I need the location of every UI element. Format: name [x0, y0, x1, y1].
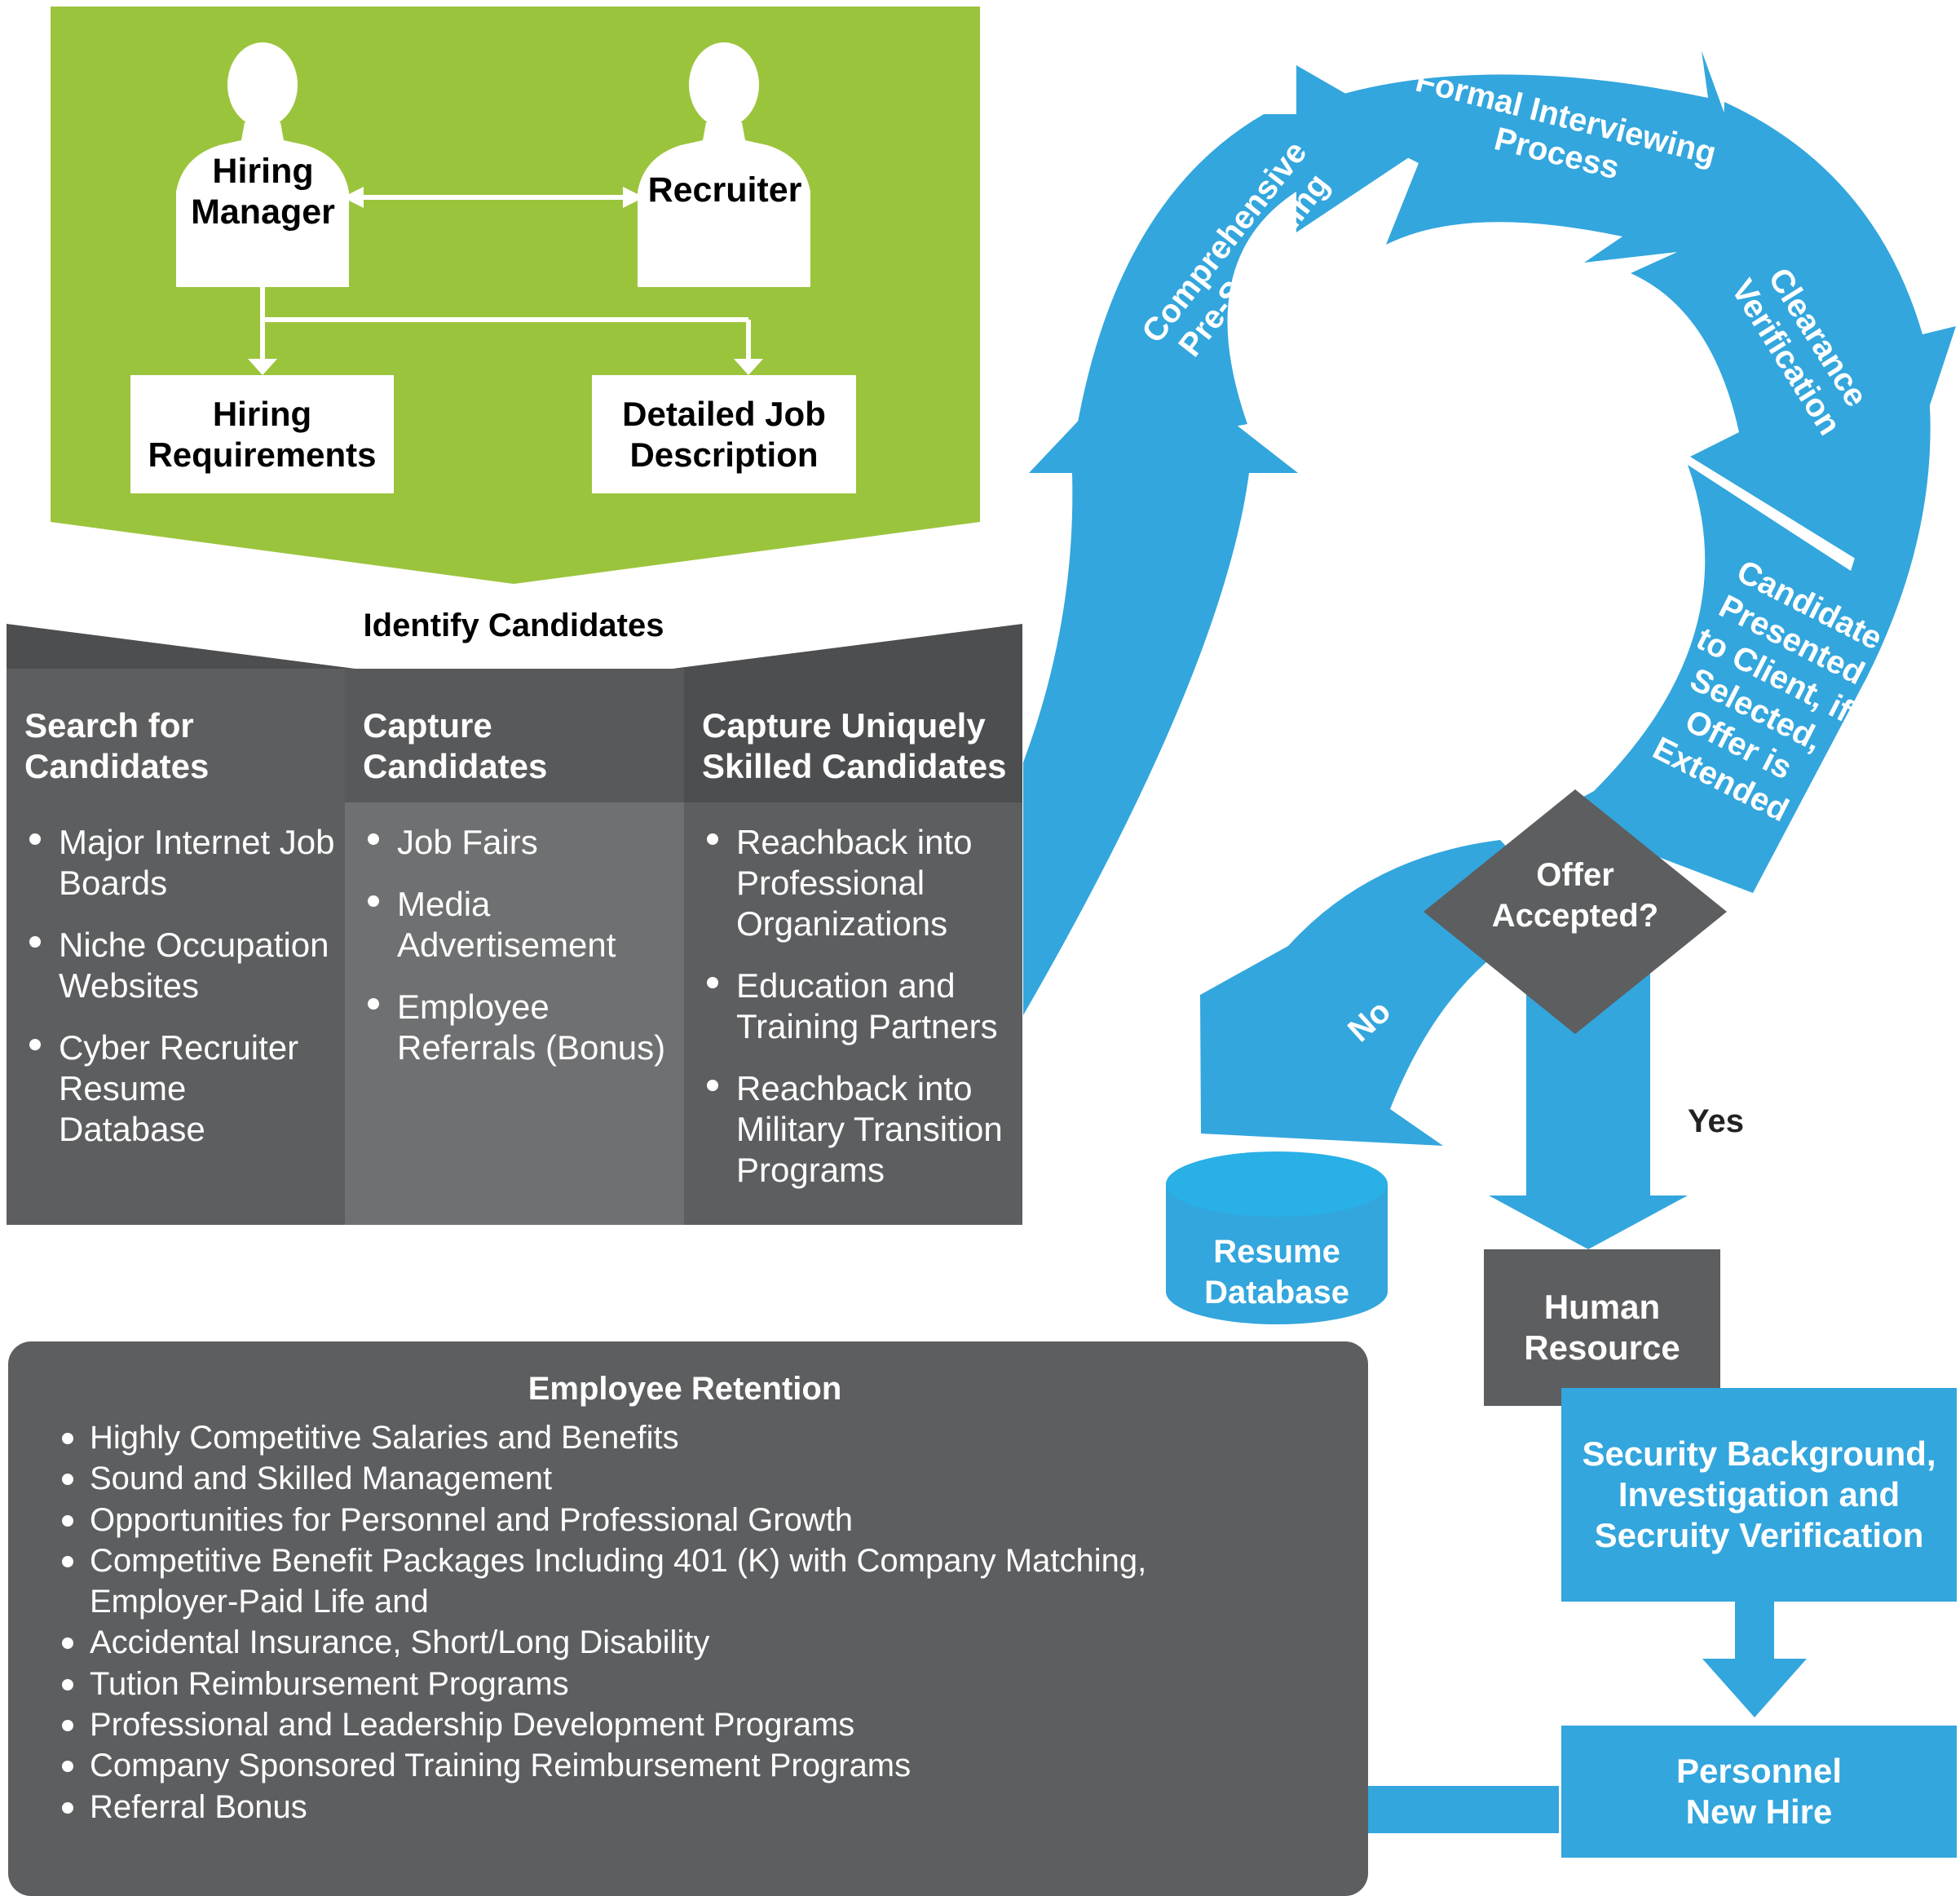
new-hire-box: Personnel New Hire — [1561, 1726, 1957, 1858]
list-item: Accidental Insurance, Short/Long Disabil… — [59, 1622, 1233, 1663]
yes-label: Yes — [1688, 1103, 1744, 1139]
identify-candidates-title: Identify Candidates — [363, 608, 664, 643]
search-candidates-column: Search for Candidates Major Internet Job… — [7, 669, 345, 1225]
person-silhouette-icon — [638, 42, 810, 287]
list-item: Cyber Recruiter Resume Database — [24, 1028, 335, 1150]
hiring-requirements-label: Hiring Requirements — [148, 394, 377, 474]
list-item: Employee Referrals (Bonus) — [363, 987, 674, 1068]
double-arrow-icon — [342, 187, 644, 208]
down-arrow-icon — [260, 287, 751, 359]
hiring-manager-label: Hiring Manager — [191, 152, 335, 232]
list-item: Niche Occupation Websites — [24, 925, 335, 1006]
resume-database-label: Resume Database — [1204, 1234, 1349, 1310]
list-item: Professional and Leadership Development … — [59, 1704, 1233, 1745]
yes-branch-arrow-shape — [1489, 962, 1688, 1249]
database-cylinder-icon — [1166, 1151, 1388, 1324]
security-verification-label: Security Background, Investigation and S… — [1582, 1434, 1936, 1554]
list-item: Opportunities for Personnel and Professi… — [59, 1500, 1233, 1540]
job-description-box: Detailed Job Description — [592, 375, 856, 493]
list-item: Competitive Benefit Packages Including 4… — [59, 1540, 1215, 1623]
planning-chevron-shape — [51, 7, 980, 584]
employee-retention-panel: Employee Retention Highly Competitive Sa… — [8, 1341, 1368, 1896]
down-arrow-icon — [734, 359, 763, 375]
list-item: Sound and Skilled Management — [59, 1458, 1233, 1499]
list-item: Media Advertisement — [363, 884, 674, 966]
human-resource-box: Human Resource — [1484, 1249, 1720, 1406]
down-arrow-icon — [248, 359, 277, 375]
column-heading: Capture Candidates — [345, 669, 684, 802]
list-item: Highly Competitive Salaries and Benefits — [59, 1417, 1233, 1458]
decision-diamond-icon — [1424, 789, 1727, 1034]
job-description-label: Detailed Job Description — [622, 394, 826, 474]
list-item: Education and Training Partners — [702, 966, 1013, 1047]
list-item: Company Sponsored Training Reimbursement… — [59, 1745, 1233, 1786]
down-arrow-icon — [1702, 1600, 1807, 1717]
column-heading: Capture Uniquely Skilled Candidates — [684, 669, 1022, 802]
new-hire-label: Personnel New Hire — [1675, 1752, 1843, 1831]
list-item: Tution Reimbursement Programs — [59, 1664, 1233, 1704]
capture-skilled-column: Capture Uniquely Skilled Candidates Reac… — [684, 669, 1022, 1225]
hiring-requirements-box: Hiring Requirements — [130, 375, 394, 493]
offer-accepted-label: Offer Accepted? — [1491, 857, 1659, 934]
column-heading: Search for Candidates — [24, 706, 210, 785]
list-item: Job Fairs — [363, 822, 674, 863]
employee-retention-title: Employee Retention — [528, 1371, 842, 1407]
list-item: Reachback into Professional Organization… — [702, 822, 1013, 944]
recruiter-label: Recruiter — [647, 170, 802, 210]
list-item: Major Internet Job Boards — [24, 822, 335, 904]
human-resource-label: Human Resource — [1524, 1288, 1680, 1367]
security-verification-box: Security Background, Investigation and S… — [1561, 1388, 1957, 1602]
cycle-arrow-icon — [1023, 51, 1956, 1015]
list-item: Reachback into Military Transition Progr… — [702, 1068, 1013, 1191]
person-silhouette-icon — [176, 42, 349, 287]
capture-candidates-column: Capture Candidates Job Fairs Media Adver… — [345, 669, 684, 1225]
list-item: Referral Bonus — [59, 1787, 1233, 1827]
